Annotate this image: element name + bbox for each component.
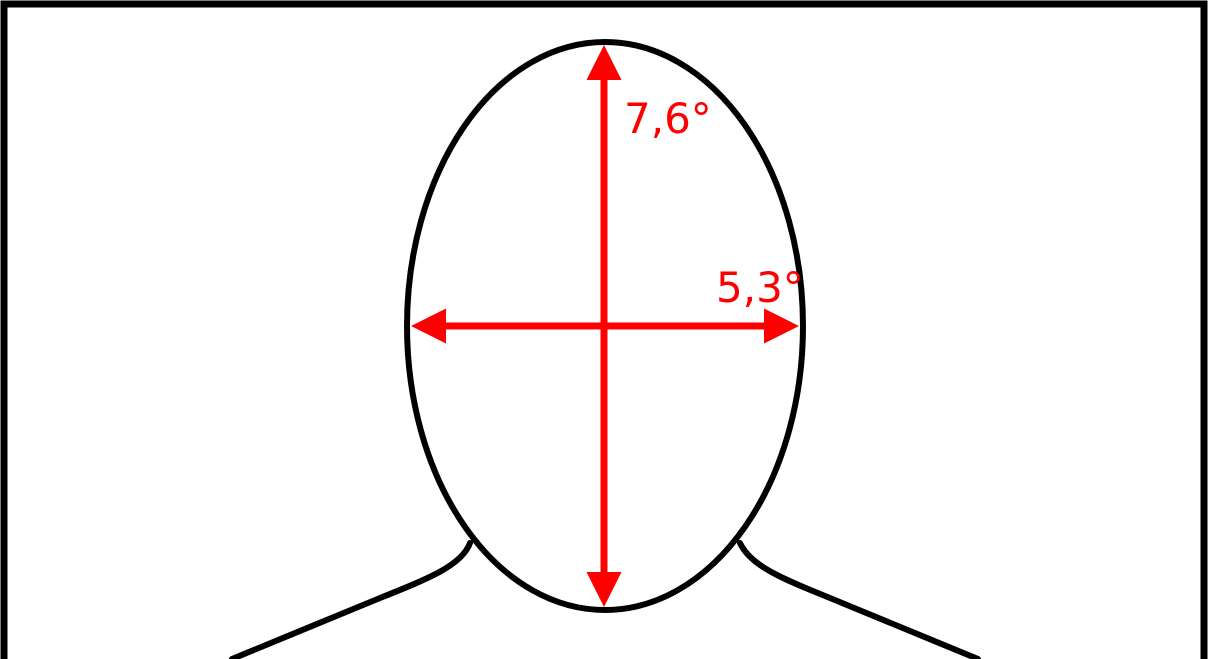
right-shoulder-line <box>737 540 981 659</box>
left-shoulder-line <box>229 540 473 659</box>
horizontal-dimension-label: 5,3° <box>716 263 804 312</box>
vertical-dimension-label: 7,6° <box>624 94 712 143</box>
